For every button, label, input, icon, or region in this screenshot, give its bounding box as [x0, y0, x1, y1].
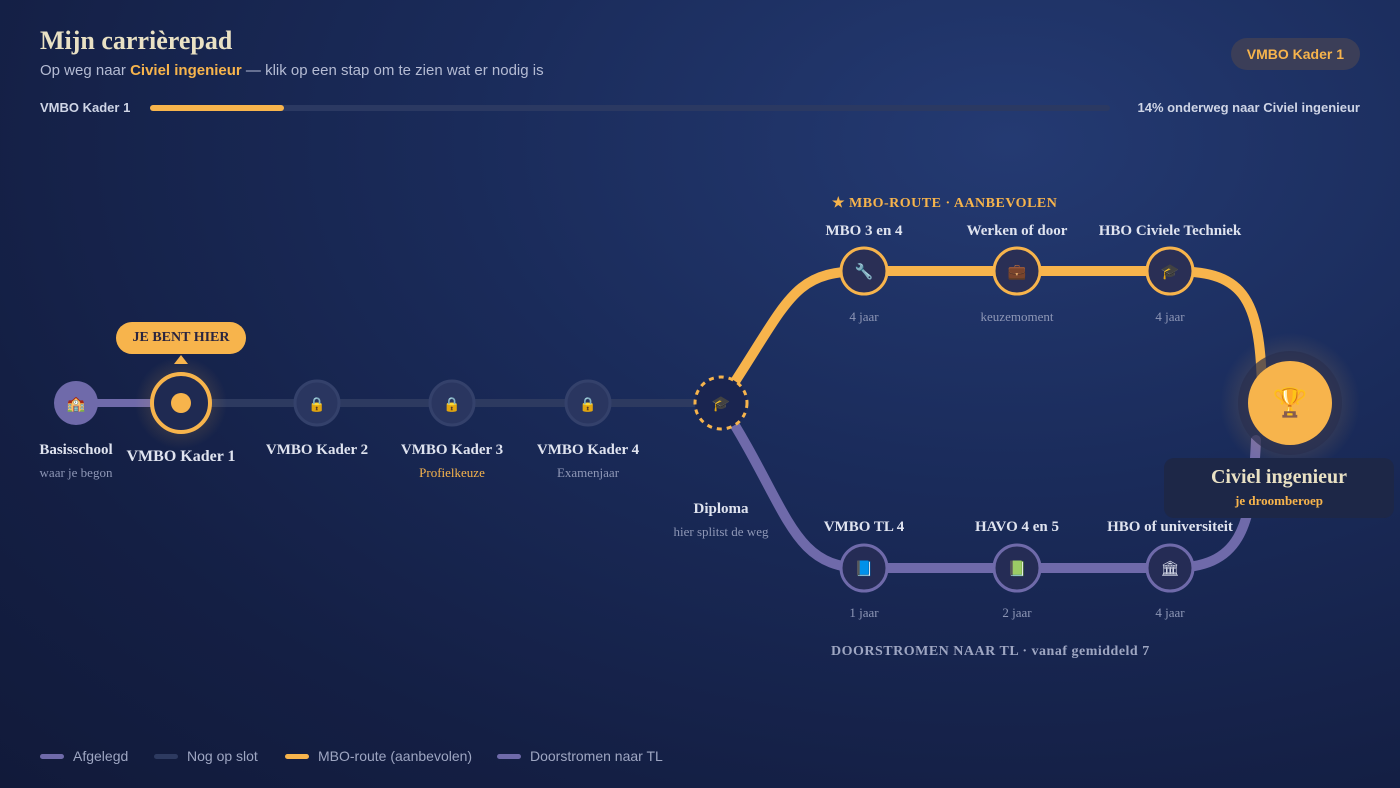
legend-label: Nog op slot — [187, 748, 258, 764]
step-duration: 1 jaar — [849, 605, 879, 620]
step-title: HBO Civiele Techniek — [1098, 223, 1242, 239]
subtitle-suffix: — klik op een stap om te zien wat er nod… — [241, 62, 544, 79]
lock-icon: 🔒 — [443, 396, 461, 412]
current-level-badge[interactable]: VMBO Kader 1 — [1230, 38, 1360, 70]
label-havo-4-5: HAVO 4 en 5 — [975, 519, 1059, 536]
progress-start-label: VMBO Kader 1 — [40, 100, 131, 115]
node-vmbo-kader-2[interactable] — [293, 379, 341, 427]
step-duration: 4 jaar — [1155, 605, 1185, 620]
label-vmbo-kader-4: VMBO Kader 4 Examenjaar — [537, 442, 639, 481]
step-subtitle: waar je begon — [39, 465, 113, 480]
label-vmbo-kader-1: VMBO Kader 1 — [126, 448, 235, 466]
step-title: VMBO Kader 3 — [400, 442, 504, 458]
progress-bar — [150, 105, 1110, 111]
node-hbo-civiele-techniek[interactable] — [1145, 246, 1195, 296]
node-vmbo-kader-4[interactable] — [564, 379, 612, 427]
step-title: Werken of door — [966, 223, 1068, 239]
legend-swatch — [497, 753, 521, 759]
page-subtitle: Op weg naar Civiel ingenieur — klik op e… — [40, 62, 544, 79]
step-title: VMBO Kader 2 — [265, 442, 369, 458]
trophy-icon: 🏆 — [1272, 387, 1308, 418]
node-vmbo-kader-3[interactable] — [428, 379, 476, 427]
graduation-cap-icon: 🎓 — [1160, 263, 1180, 281]
node-havo-4-5[interactable] — [992, 543, 1042, 593]
step-title: MBO 3 en 4 — [825, 223, 903, 239]
step-title: VMBO Kader 1 — [126, 448, 236, 465]
node-vmbo-tl-4[interactable] — [839, 543, 889, 593]
duration-werken-of-door: keuzemoment — [981, 303, 1054, 325]
subtitle-goal: Civiel ingenieur — [130, 62, 242, 79]
label-werken-of-door: Werken of door — [967, 223, 1068, 240]
duration-vmbo-tl-4: 1 jaar — [849, 599, 878, 621]
goal-title: Civiel ingenieur — [1210, 466, 1348, 488]
label-vmbo-kader-2: VMBO Kader 2 — [266, 442, 368, 459]
tl-route-tag: DOORSTROMEN NAAR TL · vanaf gemiddeld 7 — [831, 644, 1150, 659]
duration-hbo-universiteit: 4 jaar — [1155, 599, 1184, 621]
current-dot-icon — [171, 393, 191, 413]
label-diploma: Diploma hier splitst de weg — [674, 501, 769, 540]
lock-icon: 🔒 — [308, 396, 326, 412]
node-mbo-3-4[interactable] — [839, 246, 889, 296]
legend-swatch — [154, 753, 178, 759]
current-position-arrow — [174, 355, 188, 364]
label-mbo-3-4: MBO 3 en 4 — [825, 223, 902, 240]
duration-mbo-3-4: 4 jaar — [849, 303, 878, 325]
briefcase-icon: 💼 — [1007, 263, 1027, 281]
legend-label: Afgelegd — [73, 748, 129, 764]
progress-bar-fill — [150, 105, 285, 111]
current-position-marker: JE BENT HIER — [116, 322, 246, 354]
lock-icon: 🔒 — [579, 396, 597, 412]
label-vmbo-tl-4: VMBO TL 4 — [824, 519, 905, 536]
legend-item-afgelegd: Afgelegd — [40, 748, 128, 764]
label-basisschool: Basisschool waar je begon — [39, 442, 112, 481]
progress-goal-label: 14% onderweg naar Civiel ingenieur — [1137, 100, 1360, 115]
notebook-icon: 📗 — [1007, 560, 1027, 578]
step-subtitle: Profielkeuze — [419, 465, 485, 480]
step-title: VMBO TL 4 — [823, 519, 905, 535]
step-duration: 4 jaar — [849, 309, 879, 324]
node-goal[interactable] — [1248, 361, 1332, 445]
label-hbo-universiteit: HBO of universiteit — [1107, 519, 1233, 536]
step-title: HAVO 4 en 5 — [974, 519, 1060, 535]
legend-label: MBO-route (aanbevolen) — [318, 748, 473, 764]
step-title: HBO of universiteit — [1107, 519, 1233, 535]
legend-swatch — [285, 753, 309, 759]
label-vmbo-kader-3: VMBO Kader 3 Profielkeuze — [401, 442, 503, 481]
node-basisschool[interactable] — [54, 381, 98, 425]
node-werken-of-door[interactable] — [992, 246, 1042, 296]
university-icon: 🏛 — [1160, 560, 1180, 578]
school-icon: 🏫 — [66, 395, 86, 413]
duration-hbo-civiele-techniek: 4 jaar — [1155, 303, 1184, 325]
legend-label: Doorstromen naar TL — [530, 748, 663, 764]
step-subtitle: Examenjaar — [556, 465, 620, 480]
step-duration: keuzemoment — [980, 309, 1054, 324]
legend-swatch — [40, 753, 64, 759]
step-duration: 4 jaar — [1155, 309, 1185, 324]
page-title: Mijn carrièrepad — [40, 26, 233, 55]
legend-item-nog-op-slot: Nog op slot — [154, 748, 258, 764]
duration-havo-4-5: 2 jaar — [1002, 599, 1031, 621]
book-icon: 📘 — [854, 560, 874, 578]
mbo-route-tag: ★ MBO-ROUTE · AANBEVOLEN — [832, 196, 1058, 211]
subtitle-prefix: Op weg naar — [40, 62, 131, 79]
node-diploma[interactable] — [693, 375, 749, 431]
step-title: Diploma — [693, 501, 749, 517]
wrench-icon: 🔧 — [854, 263, 874, 281]
graduation-cap-icon: 🎓 — [711, 395, 731, 413]
step-subtitle: hier splitst de weg — [673, 524, 769, 539]
goal-card[interactable]: Civiel ingenieur je droomberoep — [1164, 458, 1394, 518]
step-title: VMBO Kader 4 — [536, 442, 640, 458]
legend-item-mbo-route: MBO-route (aanbevolen) — [285, 748, 472, 764]
node-hbo-universiteit[interactable] — [1145, 543, 1195, 593]
step-title: Basisschool — [39, 442, 113, 458]
label-hbo-civiele-techniek: HBO Civiele Techniek — [1099, 223, 1242, 240]
goal-subtitle: je droomberoep — [1235, 493, 1323, 508]
step-duration: 2 jaar — [1002, 605, 1032, 620]
legend-item-tl-route: Doorstromen naar TL — [497, 748, 663, 764]
